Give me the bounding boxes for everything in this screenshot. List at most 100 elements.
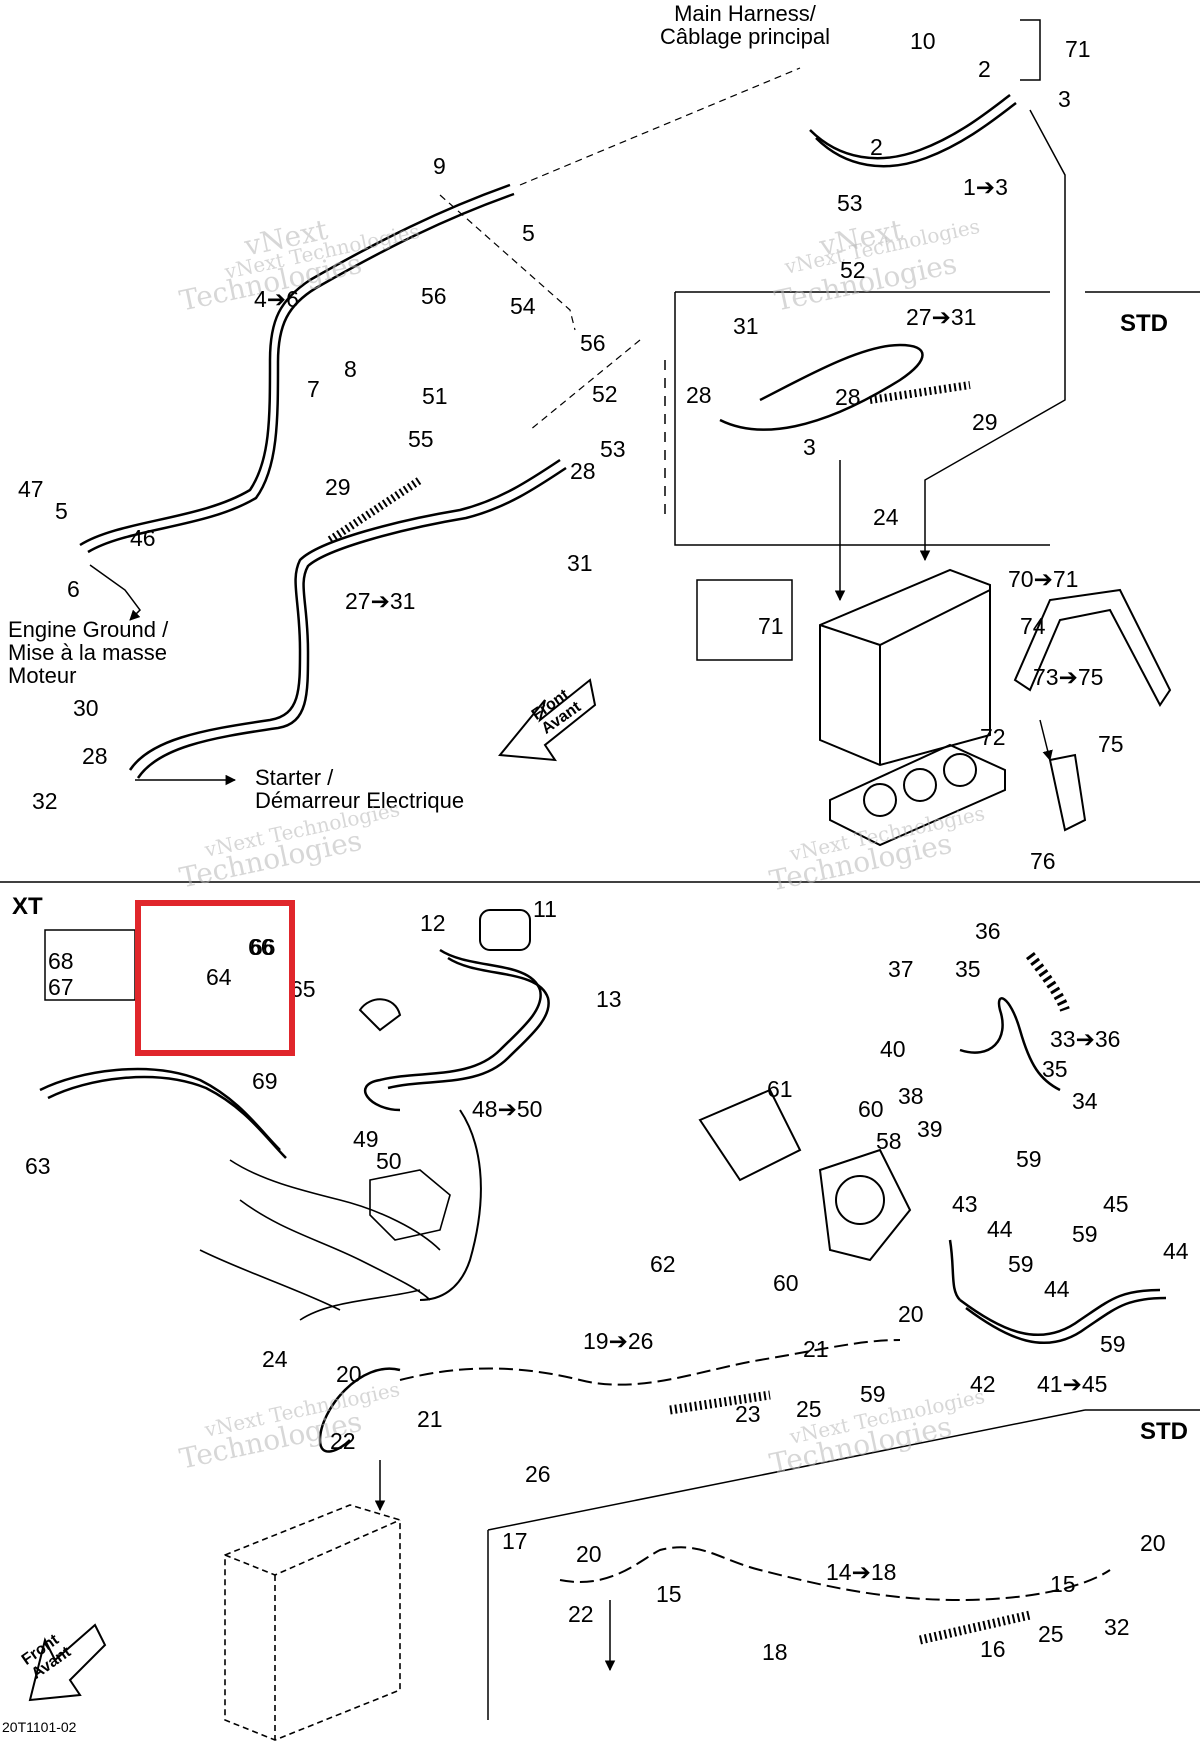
part-number: 22 [330,1428,356,1454]
part-number: 5 [55,498,68,524]
part-number: 20 [336,1361,362,1387]
battery-strap [1013,588,1172,707]
part-number: 23 [735,1401,761,1427]
part-number: 48➔50 [472,1096,543,1122]
part-number: 1➔3 [963,174,1008,200]
part-number: 14➔18 [826,1559,897,1585]
part-number: 10 [910,28,936,54]
part-number: 52 [592,381,618,407]
part-number: 62 [650,1251,676,1277]
part-number: 25 [796,1396,822,1422]
part-number: 29 [972,409,998,435]
part-number: 28 [570,458,596,484]
part-number: 28 [686,382,712,408]
part-number: 15 [1050,1571,1076,1597]
part-number: 12 [420,910,446,936]
part-number: 25 [1038,1621,1064,1647]
part-number: 3 [1058,86,1071,112]
battery-top [819,568,991,767]
part-number: 36 [975,918,1001,944]
part-number: 45 [1103,1191,1129,1217]
part-number: 67 [48,974,74,1000]
part-number: 34 [1072,1088,1098,1114]
part-number: 21 [417,1406,443,1432]
section-label-std-top: STD [1120,310,1168,337]
part-number: 44 [1044,1276,1070,1302]
part-number: 76 [1030,848,1056,874]
inset-box-71 [696,579,793,661]
part-number: 68 [48,948,74,974]
part-number: 35 [955,956,981,982]
battery-bottom [224,1504,401,1741]
starter-callout: Starter / Démarreur Electrique [255,765,465,814]
part-number: 60 [773,1270,799,1296]
starter-assembly [698,1088,912,1262]
part-number: 9 [433,153,446,179]
part-number: 32 [32,788,58,814]
part-number: 13 [596,986,622,1012]
part-number: 52 [840,257,866,283]
part-number: 7 [307,376,320,402]
part-number: 2 [870,134,883,160]
front-arrow-bottom [28,1623,107,1702]
part-number: 31 [733,313,759,339]
part-number: 66 [250,934,276,960]
front-arrow-top [498,678,597,762]
part-number: 69 [252,1068,278,1094]
part-number: 63 [25,1153,51,1179]
part-number: 72 [980,724,1006,750]
part-number: 58 [876,1128,902,1154]
part-number: 73➔75 [1033,664,1104,690]
main-harness-callout: Main Harness/ Câblage principal [660,1,830,50]
section-label-xt: XT [12,893,43,920]
part-number: 37 [888,956,914,982]
part-number: 19➔26 [583,1328,654,1354]
part-number: 5 [522,220,535,246]
part-number: 39 [917,1116,943,1142]
part-number: 33➔36 [1050,1026,1121,1052]
section-label-std-bottom: STD [1140,1418,1188,1445]
part-number: 32 [1104,1614,1130,1640]
part-number: 59 [1008,1251,1034,1277]
part-number: 65 [290,976,316,1002]
part-number: 47 [18,476,44,502]
part-number: 20 [1140,1530,1166,1556]
part-number: 31 [567,550,593,576]
part-number: 22 [568,1601,594,1627]
part-number: 4➔6 [254,286,299,312]
part-number: 56 [580,330,606,356]
part-number: 70➔71 [1008,566,1079,592]
sleeve-29-left [327,476,423,544]
part-number: 41➔45 [1037,1371,1108,1397]
part-number: 27➔31 [345,588,416,614]
part-number: 71 [1065,36,1091,62]
part-number: 24 [873,504,899,530]
part-number: 6 [67,576,80,602]
part-number: 42 [970,1371,996,1397]
part-number: 43 [952,1191,978,1217]
part-number: 64 [206,964,232,990]
part-number: 55 [408,426,434,452]
part-number: 3 [803,434,816,460]
part-number: 30 [73,695,99,721]
part-number: 66 [248,934,274,960]
part-number: 61 [767,1076,793,1102]
part-number: 27➔31 [906,304,977,330]
part-number: 59 [1016,1146,1042,1172]
part-number: 2 [978,56,991,82]
part-number: 11 [533,896,557,922]
part-number: 21 [803,1336,829,1362]
battery-tray [829,743,1006,847]
part-number: 56 [421,283,447,309]
part-number: 18 [762,1639,788,1665]
part-number: 59 [860,1381,886,1407]
cable-1-3 [809,94,1011,160]
part-number: 29 [325,474,351,500]
part-number: 44 [987,1216,1013,1242]
cable-4-6 [79,183,511,547]
part-number: 28 [835,384,861,410]
part-number: 16 [980,1636,1006,1662]
part-number: 50 [376,1148,402,1174]
part-number: 71 [758,613,784,639]
